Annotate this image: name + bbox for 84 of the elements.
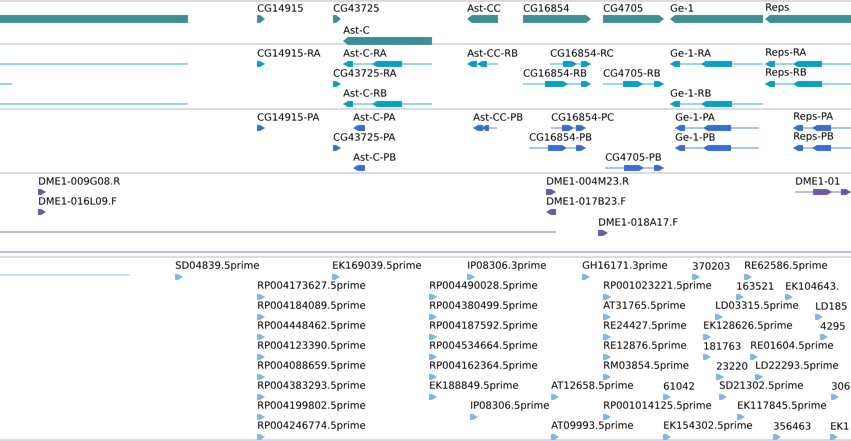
feature-label: CG14915 <box>258 4 303 12</box>
feature-label: Ast-CC-RB <box>467 49 518 57</box>
feature-label: RP004187592.5prime <box>430 321 538 331</box>
feature-label: AT12658.5prime <box>551 381 634 391</box>
feature-label: SD04839.5prime <box>176 261 259 271</box>
feature-label: 61042 <box>664 382 694 390</box>
feature-label: RP004534664.5prime <box>430 341 538 351</box>
feature-label: EK188849.5prime <box>430 381 518 391</box>
feature-label: RP004246774.5prime <box>258 421 366 431</box>
feature-label: EK169039.5prime <box>333 261 422 271</box>
feature-label: RP001023221.5prime <box>604 281 712 291</box>
feature-label: 181763 <box>704 342 740 350</box>
feature-label: CG43725-PA <box>334 133 396 141</box>
feature-label: IP08306.5prime <box>471 401 549 411</box>
feature-label: Ast-C-PB <box>353 153 396 161</box>
feature-label: RP004380499.5prime <box>430 301 538 311</box>
feature-label: DME1-004M23.R <box>547 177 629 185</box>
feature-label: RP004173627.5prime <box>258 281 366 291</box>
feature-label: Ge-1-PB <box>676 133 715 141</box>
feature-label: 370203 <box>692 262 730 270</box>
feature-label: IP08306.3prime <box>468 261 546 271</box>
feature-label: DME1-01 <box>796 177 840 185</box>
feature-label: LD03315.5prime <box>716 301 798 311</box>
feature-label: EK154302.5prime <box>664 421 752 431</box>
feature-label: AT09993.5prime <box>551 421 634 431</box>
feature-label: Ge-1-RB <box>670 89 711 97</box>
feature-label: RM03854.5prime <box>604 361 688 371</box>
feature-label: 4295 <box>820 322 845 330</box>
feature-label: GH16171.3prime <box>582 261 668 271</box>
feature-label: RP004123390.5prime <box>258 341 366 351</box>
feature-label: CG16854-PB <box>530 133 592 141</box>
feature-label: Ast-C <box>343 26 370 34</box>
feature-label: EK104643. <box>786 282 838 290</box>
feature-label: Reps-PA <box>794 112 834 122</box>
feature-label: CG14915-RA <box>258 49 320 57</box>
feature-label: 163521 <box>737 282 774 290</box>
feature-label: Ast-CC-PB <box>473 113 522 121</box>
feature-label: CG4705-PB <box>606 153 661 161</box>
feature-label: EK1 <box>831 422 848 430</box>
feature-label: RP004383293.5prime <box>258 381 366 391</box>
feature-label: RP004088659.5prime <box>258 361 366 371</box>
feature-label: RE24427.5prime <box>604 321 686 331</box>
feature-label: RP004199802.5prime <box>258 401 366 411</box>
feature-label: RE12876.5prime <box>604 341 686 351</box>
feature-label: EK117845.5prime <box>738 401 826 411</box>
feature-label: CG43725-RA <box>334 69 396 77</box>
feature-label: Reps-RA <box>766 48 806 58</box>
feature-label: CG16854-RB <box>524 69 586 77</box>
feature-label: RP004162364.5prime <box>430 361 538 371</box>
feature-label: Ge-1 <box>670 4 694 12</box>
feature-label: RP004184089.5prime <box>258 301 366 311</box>
feature-label: LD22293.5prime <box>756 361 838 371</box>
feature-label: Ast-C-RB <box>343 89 386 97</box>
feature-label: RE01604.5prime <box>751 341 834 351</box>
feature-label: RP004448462.5prime <box>258 321 366 331</box>
feature-label: Ge-1-PA <box>676 113 715 121</box>
feature-label: CG43725 <box>334 4 379 12</box>
feature-label: CG16854-RC <box>550 49 614 57</box>
feature-label: DME1-018A17.F <box>599 218 678 226</box>
feature-label: RP001014125.5prime <box>604 401 712 411</box>
feature-label: CG4705-RB <box>604 69 660 77</box>
feature-label: DME1-016L09.F <box>39 197 116 205</box>
feature-label: Ast-C-RA <box>343 49 387 57</box>
feature-label: DME1-009G08.R <box>39 177 120 185</box>
feature-label: RP004490028.5prime <box>430 281 538 291</box>
feature-label: Ast-C-PA <box>353 113 396 121</box>
feature-label: 356463 <box>774 422 810 430</box>
feature-label: 23220 <box>716 362 748 370</box>
feature-label: LD185 <box>816 302 847 310</box>
feature-label: Reps-RB <box>766 68 806 78</box>
feature-label: CG16854 <box>524 4 569 12</box>
feature-label: DME1-017B23.F <box>547 197 626 205</box>
feature-label: SD21302.5prime <box>720 381 803 391</box>
feature-label: Ast-CC <box>467 4 500 12</box>
feature-label: AT31765.5prime <box>603 301 686 311</box>
feature-label: RE62586.5prime <box>745 261 828 271</box>
feature-label: 306 <box>832 382 850 390</box>
feature-label: Ge-1-RA <box>670 49 711 57</box>
feature-label: CG14915-PA <box>258 113 320 121</box>
feature-label: CG16854-PC <box>552 113 614 121</box>
feature-label: EK128626.5prime <box>704 321 792 331</box>
feature-label: CG4705 <box>604 4 642 12</box>
feature-label: Reps-PB <box>794 132 834 142</box>
feature-label: Reps <box>766 3 789 13</box>
